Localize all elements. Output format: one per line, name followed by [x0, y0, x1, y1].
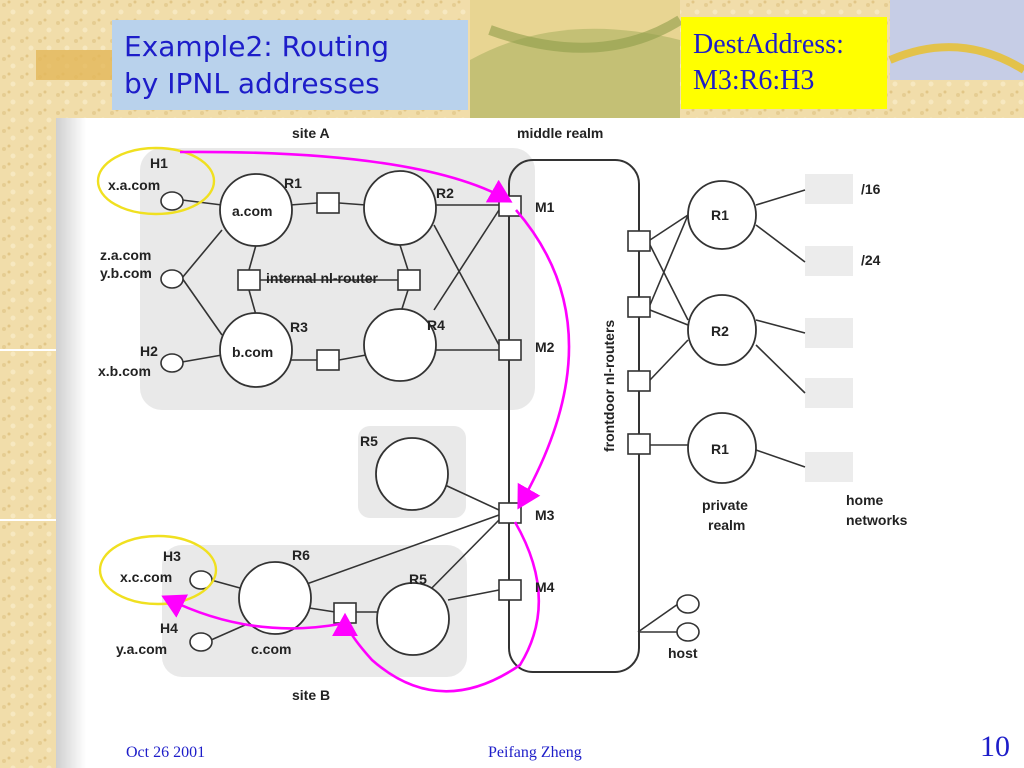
routing-path: [161, 150, 571, 693]
nl-router-m4: [498, 579, 522, 601]
highlight-ring-h3: [98, 534, 218, 606]
label-r3: R3: [290, 319, 308, 335]
route-arrow-1: [179, 150, 513, 203]
slide-title: Example2: Routing by IPNL addresses: [112, 20, 468, 110]
router-private-r1b: [687, 412, 757, 484]
nl-router-internal-left: [237, 269, 261, 291]
host-right-1: [676, 594, 700, 614]
label-private-r1: R1: [711, 207, 729, 223]
destination-address-box: DestAddress: M3:R6:H3: [681, 17, 887, 109]
label-r4: R4: [427, 317, 445, 333]
host-h3: [189, 570, 213, 590]
frontdoor-router-1: [627, 230, 651, 252]
router-r2: [363, 170, 437, 246]
label-h1: H1: [150, 155, 168, 171]
route-arrow-2: [515, 209, 571, 510]
label-h1-name: x.a.com: [108, 177, 160, 193]
home-network-3: [805, 318, 853, 348]
label-m3: M3: [535, 507, 555, 523]
footer-author: Peifang Zheng: [488, 744, 582, 761]
highlight-ring-h1: [96, 146, 216, 216]
frontdoor-router-3: [627, 370, 651, 392]
router-a-com: [219, 173, 293, 247]
home-network-4: [805, 378, 853, 408]
label-z-host: z.a.com: [100, 247, 151, 263]
label-b-com: b.com: [232, 344, 273, 360]
label-c-com: c.com: [251, 641, 291, 657]
host-h4: [189, 632, 213, 652]
home-network-5: [805, 452, 853, 482]
nl-router-internal-right: [397, 269, 421, 291]
label-internal-router: internal nl-router: [266, 270, 379, 286]
label-host: host: [668, 645, 698, 661]
label-h3: H3: [163, 548, 181, 564]
label-private: private: [702, 497, 748, 513]
router-private-r1: [687, 180, 757, 250]
middle-realm-box: [508, 159, 640, 673]
host-z: [160, 269, 184, 289]
label-r5b: R5: [409, 571, 427, 587]
label-private-r2: R2: [711, 323, 729, 339]
label-a-com: a.com: [232, 203, 272, 219]
label-m4: M4: [535, 579, 555, 595]
nl-router-m2: [498, 339, 522, 361]
host-h1: [160, 191, 184, 211]
frontdoor-router-4: [627, 433, 651, 455]
label-r5: R5: [360, 433, 378, 449]
label-networks: networks: [846, 512, 908, 528]
home-network-2: [805, 246, 853, 276]
label-site-a: site A: [292, 125, 330, 141]
router-private-r2: [687, 294, 757, 366]
label-r6: R6: [292, 547, 310, 563]
footer-date: Oct 26 2001: [126, 744, 206, 761]
label-middle-realm: middle realm: [517, 125, 603, 141]
label-h3-name: x.c.com: [120, 569, 172, 585]
router-r6: [238, 561, 312, 635]
title-line-2: by IPNL addresses: [124, 67, 380, 100]
router-b-com: [219, 312, 293, 388]
label-net-24: /24: [861, 252, 881, 268]
label-m2: M2: [535, 339, 555, 355]
title-line-1: Example2: Routing: [124, 30, 389, 63]
label-r2: R2: [436, 185, 454, 201]
label-r1: R1: [284, 175, 302, 191]
page-number: 10: [980, 730, 1010, 763]
label-h2-name: x.b.com: [98, 363, 151, 379]
dest-value: M3:R6:H3: [693, 65, 815, 96]
label-h4: H4: [160, 620, 178, 636]
router-r5: [375, 437, 449, 511]
nl-router-ab: [316, 192, 340, 214]
nl-router-cd: [316, 349, 340, 371]
label-h4-name: y.a.com: [116, 641, 167, 657]
host-right-2: [676, 622, 700, 642]
network-links: [181, 189, 806, 641]
label-y-host: y.b.com: [100, 265, 152, 281]
label-home: home: [846, 492, 884, 508]
network-diagram: site A middle realm site B H1 x.a.com z.…: [92, 120, 930, 712]
nl-router-m3: [498, 502, 522, 524]
label-h2: H2: [140, 343, 158, 359]
route-arrow-3: [332, 521, 541, 693]
home-network-1: [805, 174, 853, 204]
label-site-b: site B: [292, 687, 330, 703]
label-net-16: /16: [861, 181, 881, 197]
route-arrow-4: [161, 594, 341, 630]
host-h2: [160, 353, 184, 373]
dest-label: DestAddress:: [693, 29, 844, 60]
label-frontdoor: frontdoor nl-routers: [601, 320, 617, 452]
label-realm: realm: [708, 517, 745, 533]
router-r5b: [376, 582, 450, 656]
router-r4: [363, 308, 437, 382]
label-m1: M1: [535, 199, 555, 215]
frontdoor-router-2: [627, 296, 651, 318]
label-private-r1b: R1: [711, 441, 729, 457]
